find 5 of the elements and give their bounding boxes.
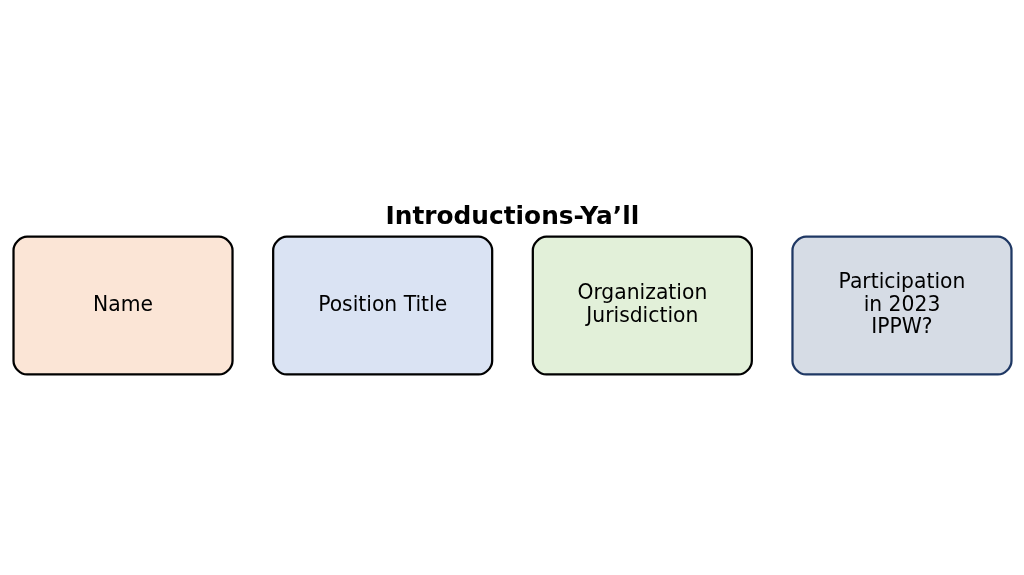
node-box: Position Title	[271, 235, 493, 376]
node-box: Name	[11, 235, 234, 376]
diagram-title: Introductions-Ya’ll	[385, 200, 639, 230]
node-box: Participation in 2023 IPPW?	[790, 235, 1013, 376]
node-box: Organization Jurisdiction	[531, 235, 753, 376]
